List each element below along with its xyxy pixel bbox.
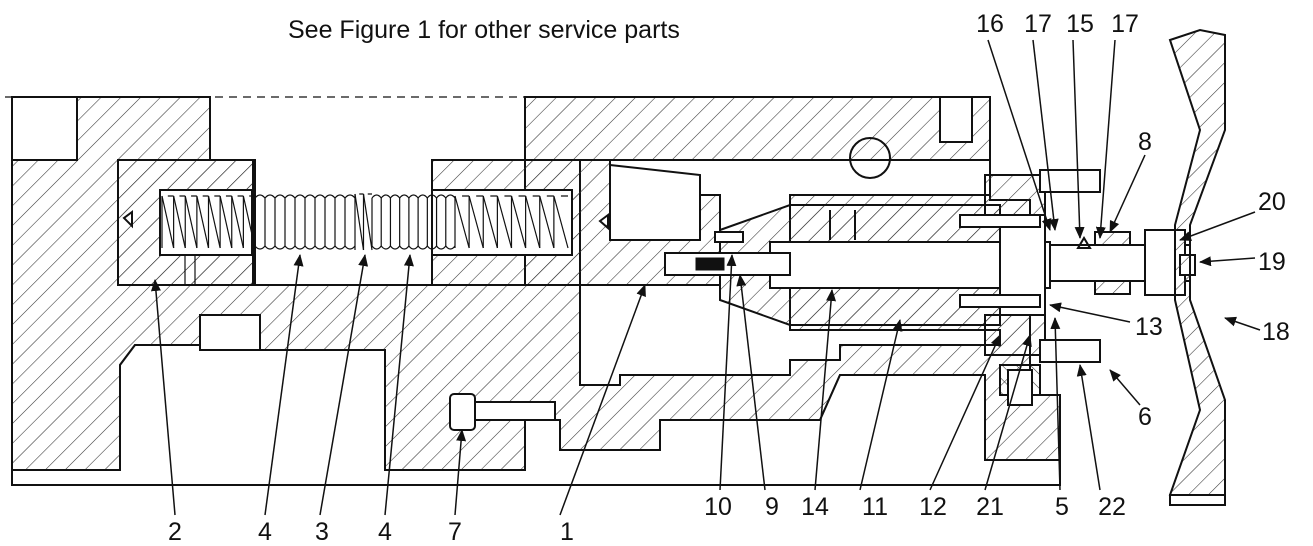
spring-coil xyxy=(371,194,382,250)
callout-7: 7 xyxy=(448,518,462,546)
callout-14: 14 xyxy=(801,493,829,521)
callout-3: 3 xyxy=(315,518,329,546)
spring-coil xyxy=(380,194,391,250)
callout-6: 6 xyxy=(1138,403,1152,431)
spring-coil xyxy=(408,194,419,250)
spring-coil xyxy=(362,193,373,251)
callout-12: 12 xyxy=(919,493,947,521)
spring-coil xyxy=(468,195,484,249)
spring-coil xyxy=(324,194,336,250)
part-7-screw xyxy=(449,393,556,431)
spring-coil xyxy=(389,194,401,250)
spring-coil xyxy=(445,194,456,250)
spring-coil xyxy=(284,194,296,250)
spring-coil xyxy=(354,193,365,251)
callout-13: 13 xyxy=(1135,313,1163,341)
callout-21: 21 xyxy=(976,493,1004,521)
callout-18: 18 xyxy=(1262,318,1290,346)
spring-coil xyxy=(242,195,256,249)
spring-coil xyxy=(161,195,175,249)
part-10-key xyxy=(695,257,725,271)
spring-coil xyxy=(436,194,447,250)
callout-labels: 2 4 3 4 7 1 10 9 14 11 12 21 5 22 6 13 1… xyxy=(168,10,1290,546)
spring-coil xyxy=(219,195,233,249)
spring-coil xyxy=(482,195,498,249)
spring-coil xyxy=(231,195,244,249)
spring-coil xyxy=(196,195,210,249)
callout-20: 20 xyxy=(1258,188,1286,216)
figure-caption: See Figure 1 for other service parts xyxy=(288,16,680,44)
leaders xyxy=(150,39,1261,516)
spring-coil xyxy=(539,195,555,249)
callout-16: 16 xyxy=(976,10,1004,38)
callout-10: 10 xyxy=(704,493,732,521)
spring-coil xyxy=(254,194,266,250)
springs xyxy=(161,193,569,251)
spring-coil xyxy=(184,195,198,249)
spring-coil xyxy=(304,194,316,250)
spring-coil xyxy=(264,194,276,250)
callout-2: 2 xyxy=(168,518,182,546)
spring-coil xyxy=(274,194,286,250)
callout-19: 19 xyxy=(1258,248,1286,276)
spring-coil xyxy=(344,194,356,250)
callout-22: 22 xyxy=(1098,493,1126,521)
callout-11: 11 xyxy=(862,493,888,521)
spring-coil xyxy=(454,195,470,249)
spring-coil xyxy=(314,194,326,250)
part-18-handwheel xyxy=(1168,28,1226,507)
callout-17-right: 17 xyxy=(1111,10,1139,38)
spring-coil xyxy=(173,195,186,249)
spring-coil xyxy=(207,195,221,249)
spring-coil xyxy=(399,194,410,250)
callout-1: 1 xyxy=(560,518,574,546)
spring-coil xyxy=(294,194,306,250)
callout-9: 9 xyxy=(765,493,779,521)
spring-coil xyxy=(334,194,346,250)
callout-4-left: 4 xyxy=(258,518,272,546)
callout-4-right: 4 xyxy=(378,518,392,546)
spring-coil xyxy=(496,195,513,249)
spring-coil xyxy=(525,195,541,249)
spring-coil xyxy=(510,195,527,249)
callout-5: 5 xyxy=(1055,493,1069,521)
spring-coil xyxy=(553,195,569,249)
callout-15: 15 xyxy=(1066,10,1094,38)
callout-8: 8 xyxy=(1138,128,1152,156)
callout-17-left: 17 xyxy=(1024,10,1052,38)
spring-coil xyxy=(426,194,438,250)
spring-coil xyxy=(417,194,428,250)
